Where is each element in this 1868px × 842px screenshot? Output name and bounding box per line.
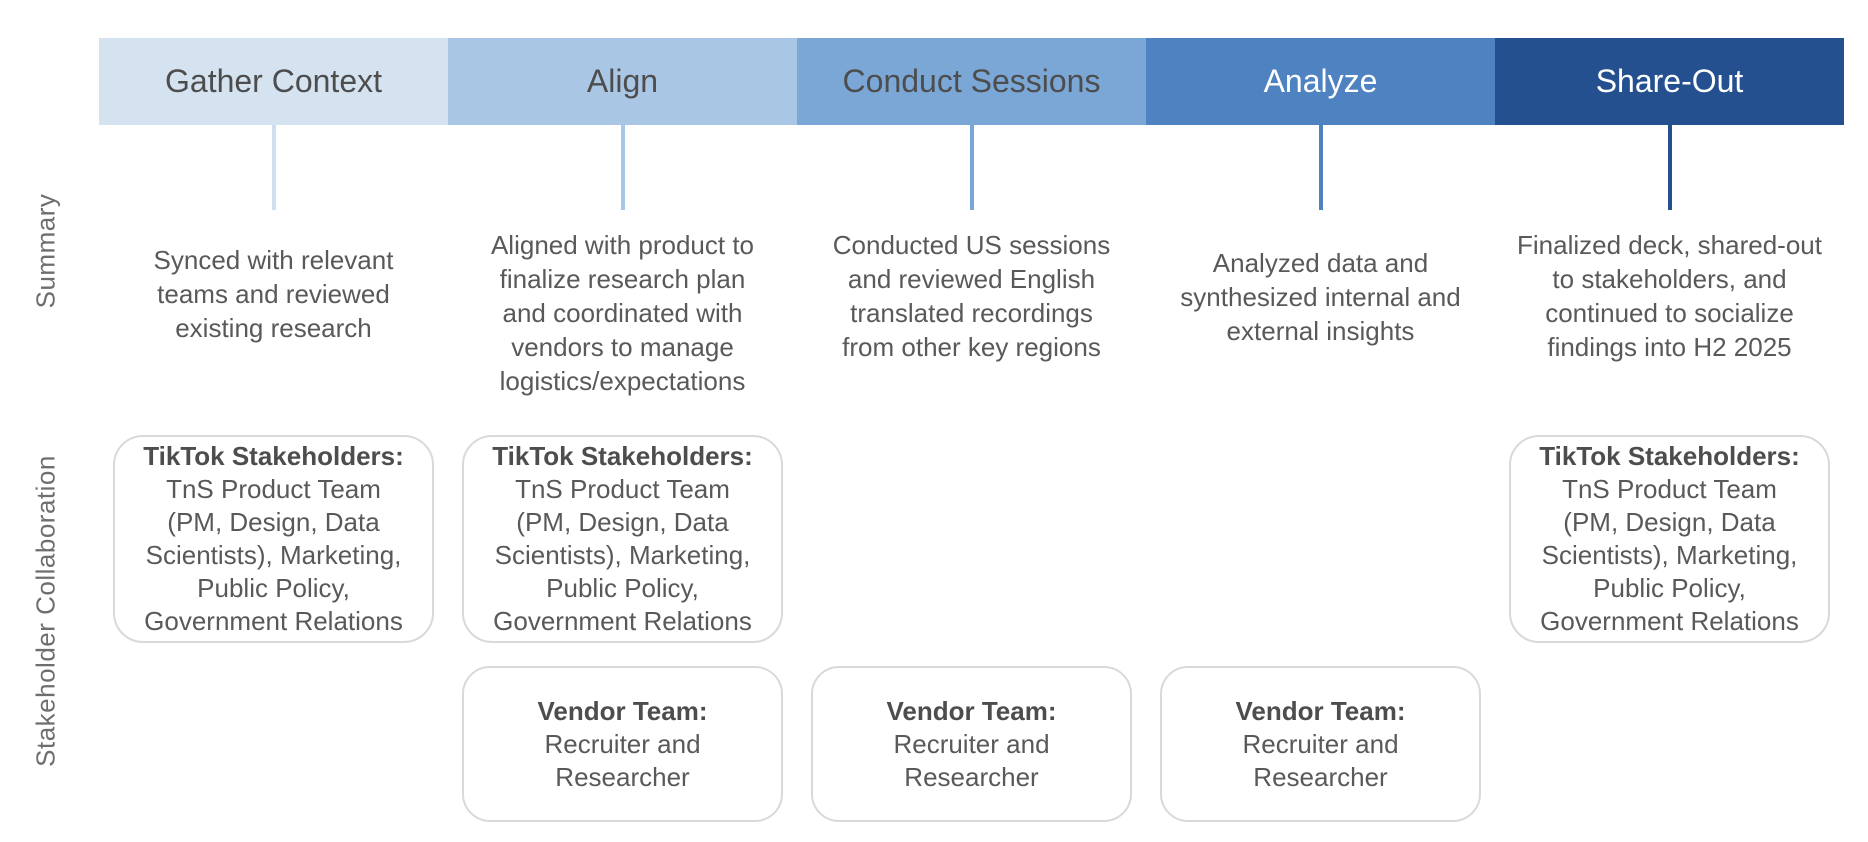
phase-header-share-out: Share-Out <box>1495 38 1844 125</box>
phase-summary: Finalized deck, shared-out to stakeholde… <box>1517 230 1822 362</box>
box-title: Vendor Team: <box>886 695 1057 726</box>
phase-column-align: Aligned with product to finalize researc… <box>448 0 797 842</box>
phase-header-analyze: Analyze <box>1146 38 1495 125</box>
phase-connector-line <box>271 125 276 210</box>
vendor-team-box: Vendor Team: Recruiter and Researcher <box>811 666 1132 822</box>
phase-column-gather-context: Synced with relevant teams and reviewed … <box>99 0 448 842</box>
vendor-team-box: Vendor Team: Recruiter and Researcher <box>462 666 783 822</box>
box-title: TikTok Stakeholders: <box>492 441 753 471</box>
row-label-summary: Summary <box>30 193 61 309</box>
tiktok-stakeholders-box: TikTok Stakeholders: TnS Product Team (P… <box>113 435 434 643</box>
phase-connector-line <box>1667 125 1672 210</box>
phase-header-conduct-sessions: Conduct Sessions <box>797 38 1146 125</box>
phase-connector-line <box>620 125 625 210</box>
tiktok-stakeholders-box: TikTok Stakeholders: TnS Product Team (P… <box>1509 435 1830 643</box>
box-body: Recruiter and Researcher <box>1242 728 1399 792</box>
box-title: TikTok Stakeholders: <box>1539 441 1800 471</box>
box-body: TnS Product Team (PM, Design, Data Scien… <box>1540 474 1799 636</box>
box-body: TnS Product Team (PM, Design, Data Scien… <box>144 474 403 636</box>
box-title: TikTok Stakeholders: <box>143 441 404 471</box>
box-title: Vendor Team: <box>1235 695 1406 726</box>
phase-header-align: Align <box>448 38 797 125</box>
phase-column-analyze: Analyzed data and synthesized internal a… <box>1146 0 1495 842</box>
vendor-team-box: Vendor Team: Recruiter and Researcher <box>1160 666 1481 822</box>
phase-connector-line <box>969 125 974 210</box>
phase-column-share-out: Finalized deck, shared-out to stakeholde… <box>1495 0 1844 842</box>
box-body: TnS Product Team (PM, Design, Data Scien… <box>493 474 752 636</box>
phase-summary: Aligned with product to finalize researc… <box>490 230 755 396</box>
tiktok-stakeholders-box: TikTok Stakeholders: TnS Product Team (P… <box>462 435 783 643</box>
phase-connector-line <box>1318 125 1323 210</box>
phase-summary: Conducted US sessions and reviewed Engli… <box>832 230 1111 362</box>
phase-summary: Analyzed data and synthesized internal a… <box>1180 248 1461 346</box>
phase-header-gather-context: Gather Context <box>99 38 448 125</box>
phase-summary: Synced with relevant teams and reviewed … <box>153 245 394 343</box>
phase-header-bar: Gather Context Align Conduct Sessions An… <box>99 38 1844 125</box>
row-label-stakeholder-collaboration: Stakeholder Collaboration <box>30 455 61 767</box>
box-body: Recruiter and Researcher <box>893 728 1050 792</box>
phase-column-conduct-sessions: Conducted US sessions and reviewed Engli… <box>797 0 1146 842</box>
box-title: Vendor Team: <box>537 695 708 726</box>
box-body: Recruiter and Researcher <box>544 728 701 792</box>
